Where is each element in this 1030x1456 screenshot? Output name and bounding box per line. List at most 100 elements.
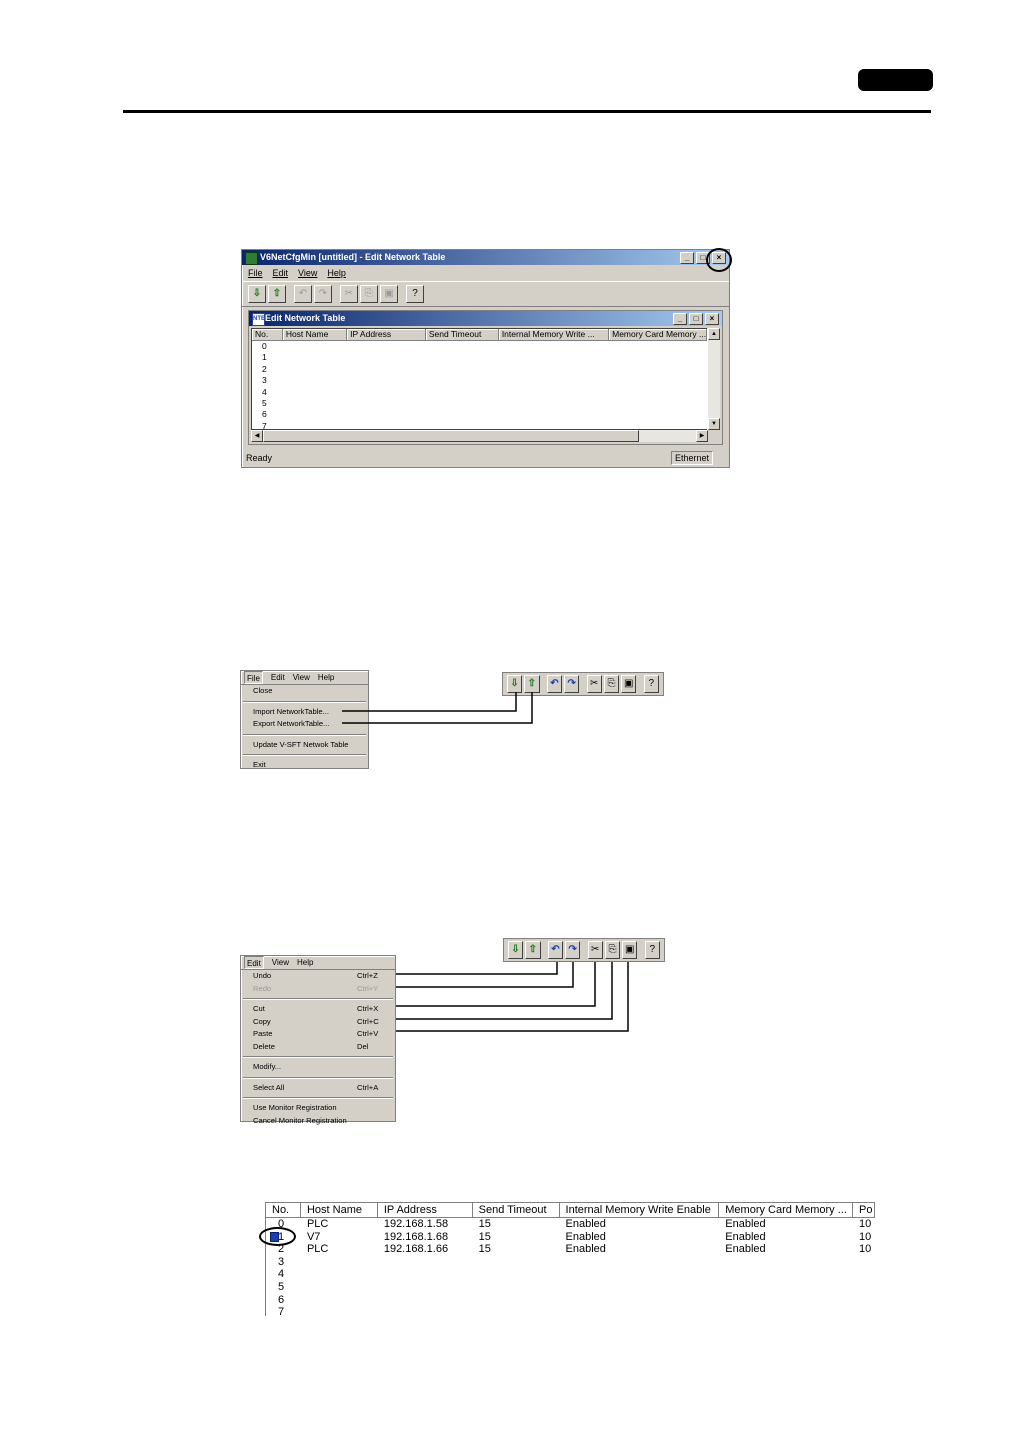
table-row[interactable]: 1 xyxy=(262,352,267,363)
table-cell: 192.168.1.58 xyxy=(383,1218,449,1230)
column-header[interactable]: Po xyxy=(853,1203,875,1217)
menu-item-label: Select All xyxy=(253,1082,285,1092)
help-button[interactable]: ? xyxy=(644,941,660,959)
child-maximize-icon[interactable]: □ xyxy=(689,313,703,325)
export-button[interactable]: ⇧ xyxy=(525,941,541,959)
close-callout-circle xyxy=(706,248,732,272)
column-header[interactable]: Internal Memory Write Enable xyxy=(560,1203,720,1217)
undo-button[interactable]: ↶ xyxy=(546,675,563,693)
menu-item-exit[interactable]: Exit xyxy=(253,760,266,769)
menu-view[interactable]: View xyxy=(292,673,310,682)
menu-help[interactable]: Help xyxy=(297,958,314,967)
vertical-scrollbar[interactable]: ▲ ▼ xyxy=(707,328,720,430)
column-header[interactable]: No. xyxy=(252,329,283,340)
scroll-up-icon[interactable]: ▲ xyxy=(708,328,720,340)
menu-edit[interactable]: Edit xyxy=(244,956,264,969)
table-cell xyxy=(853,1281,875,1294)
menu-file[interactable]: File xyxy=(248,268,263,278)
menu-edit[interactable]: Edit xyxy=(272,268,289,278)
cut-button[interactable]: ✂ xyxy=(340,285,358,303)
menu-item-close[interactable]: Close xyxy=(253,686,273,695)
column-header[interactable]: Send Timeout xyxy=(426,329,499,340)
undo-button[interactable]: ↶ xyxy=(294,285,312,303)
column-header[interactable]: Send Timeout xyxy=(473,1203,560,1217)
table-row[interactable]: 6 xyxy=(266,1294,875,1307)
import-button[interactable]: ⇩ xyxy=(508,941,524,959)
scroll-thumb[interactable] xyxy=(263,430,639,442)
table-row[interactable]: 0 xyxy=(262,341,267,351)
horizontal-scrollbar[interactable]: ◀ ▶ xyxy=(251,430,708,442)
column-header[interactable]: Host Name xyxy=(301,1203,378,1217)
table-row[interactable]: 7 xyxy=(262,420,267,430)
column-header[interactable]: No. xyxy=(266,1203,301,1217)
menu-item-import[interactable]: Import NetworkTable... xyxy=(253,706,329,716)
menu-item-cancel-monitor-registration[interactable]: Cancel Monitor Registration xyxy=(241,1115,395,1128)
table-row[interactable]: 4 xyxy=(266,1268,875,1281)
table-row[interactable]: 7 xyxy=(266,1306,875,1316)
table-row[interactable]: 5 xyxy=(266,1281,875,1294)
menu-view[interactable]: View xyxy=(271,958,289,967)
import-button[interactable]: ⇩ xyxy=(507,675,523,693)
menu-help[interactable]: Help xyxy=(317,673,335,682)
minimize-icon[interactable]: _ xyxy=(680,252,694,264)
table-cell xyxy=(473,1294,560,1307)
menu-item-modify[interactable]: Modify... xyxy=(241,1061,395,1074)
table-row[interactable]: 6 xyxy=(262,409,267,420)
table-row[interactable]: 3 xyxy=(266,1256,875,1269)
help-button[interactable]: ? xyxy=(643,675,659,693)
column-header[interactable]: Memory Card Memory ... xyxy=(609,329,707,340)
import-button[interactable]: ⇩ xyxy=(248,285,266,303)
child-close-icon[interactable]: × xyxy=(705,313,719,325)
export-button[interactable]: ⇧ xyxy=(268,285,286,303)
menu-item-use-monitor-registration[interactable]: Use Monitor Registration xyxy=(241,1102,395,1115)
redo-button[interactable]: ↷ xyxy=(564,675,580,693)
redo-button[interactable]: ↷ xyxy=(314,285,332,303)
menu-edit[interactable]: Edit xyxy=(270,673,285,682)
copy-button[interactable]: ⎘ xyxy=(603,675,620,693)
column-header[interactable]: IP Address xyxy=(347,329,426,340)
column-header[interactable]: Memory Card Memory ... xyxy=(719,1203,854,1217)
column-header[interactable]: Host Name xyxy=(283,329,348,340)
paste-button[interactable]: ▣ xyxy=(380,285,398,303)
paste-button[interactable]: ▣ xyxy=(621,675,637,693)
scroll-down-icon[interactable]: ▼ xyxy=(708,418,720,430)
scroll-right-icon[interactable]: ▶ xyxy=(696,430,708,442)
redo-button[interactable]: ↷ xyxy=(565,941,581,959)
menu-file[interactable]: File xyxy=(244,671,263,684)
scroll-left-icon[interactable]: ◀ xyxy=(251,430,263,442)
table-row[interactable]: 4 xyxy=(262,386,267,397)
copy-button[interactable]: ⎘ xyxy=(360,285,378,303)
edit-toolbar-snippet: ⇩⇧ ↶↷ ✂⎘▣? xyxy=(503,938,665,962)
cut-button[interactable]: ✂ xyxy=(587,941,603,959)
menu-item-export[interactable]: Export NetworkTable... xyxy=(253,719,330,728)
column-header[interactable]: IP Address xyxy=(378,1203,473,1217)
menu-item-label: Undo xyxy=(253,971,272,980)
copy-button[interactable]: ⎘ xyxy=(604,941,621,959)
table-row[interactable]: 5 xyxy=(262,397,267,408)
table-cell: PLC xyxy=(306,1243,329,1256)
undo-button[interactable]: ↶ xyxy=(547,941,564,959)
cut-button[interactable]: ✂ xyxy=(586,675,602,693)
paste-button[interactable]: ▣ xyxy=(622,941,638,959)
help-button[interactable]: ? xyxy=(406,285,424,303)
table-row[interactable]: 3 xyxy=(262,375,267,386)
export-button[interactable]: ⇧ xyxy=(524,675,540,693)
column-header[interactable]: Internal Memory Write ... xyxy=(499,329,610,340)
child-minimize-icon[interactable]: _ xyxy=(673,313,687,325)
menu-help[interactable]: Help xyxy=(327,268,346,278)
menu-view[interactable]: View xyxy=(298,268,318,278)
menu-item-update-vsft[interactable]: Update V-SFT Netwok Table xyxy=(253,739,349,749)
table-row[interactable]: 2 xyxy=(262,363,267,374)
